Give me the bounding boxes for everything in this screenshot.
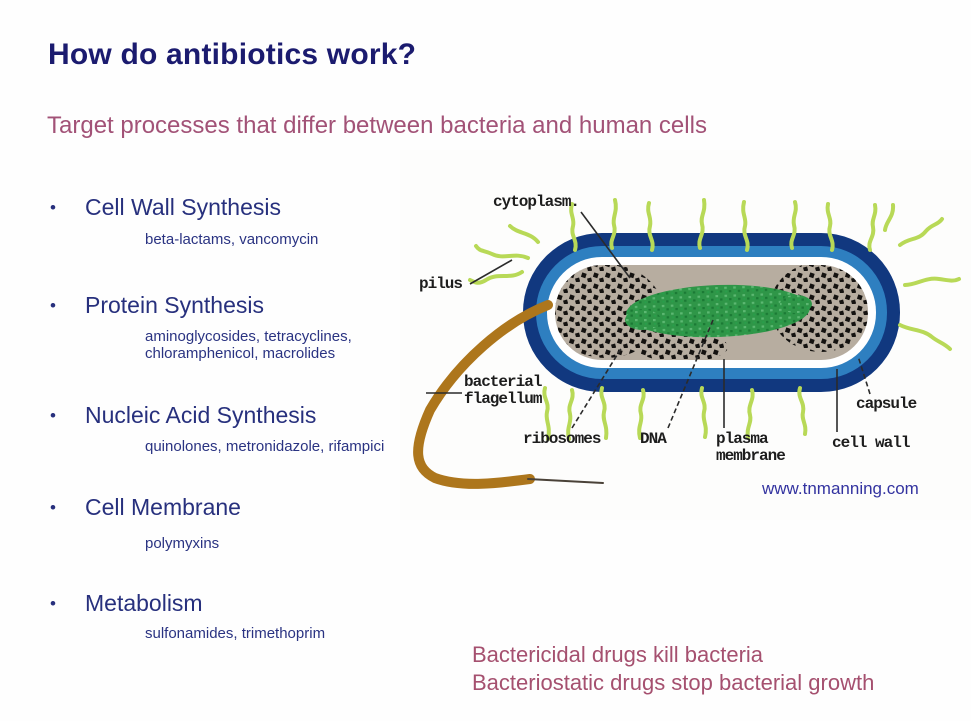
pilus-line xyxy=(898,217,944,247)
flagellum xyxy=(413,300,604,489)
pilus-line xyxy=(637,388,646,440)
bullet-marker: • xyxy=(50,406,56,425)
bullet-label: Nucleic Acid Synthesis xyxy=(85,402,317,428)
label-bacterial-flagellum: bacterial flagellum xyxy=(464,373,542,408)
slide-title: How do antibiotics work? xyxy=(48,38,417,71)
bacterium-diagram: cytoplasm. pilus bacterial flagellum rib… xyxy=(400,150,971,520)
pilus-line xyxy=(468,270,524,285)
bullet-marker: • xyxy=(50,594,56,613)
pilus-line xyxy=(566,388,575,441)
pilus-line xyxy=(474,244,530,260)
footer-note-line: Bactericidal drugs kill bacteria xyxy=(472,642,764,667)
bullet-drugs-line: polymyxins xyxy=(145,535,220,552)
pilus-line xyxy=(903,276,961,287)
label-dna: DNA xyxy=(640,430,667,448)
pilus-line xyxy=(599,386,609,440)
dna-nucleoid xyxy=(625,284,812,338)
bullet-marker: • xyxy=(50,498,56,517)
bacterium-svg xyxy=(413,198,961,489)
bullet-label: Cell Membrane xyxy=(85,494,241,520)
pilus-line xyxy=(741,200,750,252)
ribosome-cluster-left-ext xyxy=(636,332,728,360)
leader-dna xyxy=(667,319,714,429)
pili-group xyxy=(468,198,961,441)
diagram-credit: www.tnmanning.com xyxy=(762,479,919,498)
pilus-line xyxy=(789,200,798,250)
pilus-line xyxy=(542,386,551,441)
bullet-label: Protein Synthesis xyxy=(85,292,264,318)
bullet-drugs-line: quinolones, metronidazole, rifampici xyxy=(145,438,385,455)
bullet-label: Cell Wall Synthesis xyxy=(85,194,281,220)
footer-note: Bactericidal drugs kill bacteria Bacteri… xyxy=(472,641,874,697)
pilus-line xyxy=(699,386,708,439)
ribosome-cluster-right xyxy=(770,265,868,352)
leader-cytoplasm xyxy=(580,211,631,279)
pilus-line xyxy=(898,323,952,351)
bullet-drugs-line: chloramphenicol, macrolides xyxy=(145,345,336,362)
pilus-line xyxy=(745,388,755,440)
leader-lines xyxy=(426,211,871,432)
label-capsule: capsule xyxy=(856,395,917,413)
pilus-line xyxy=(825,202,835,252)
ribosome-cluster-left xyxy=(555,265,663,358)
bullet-marker: • xyxy=(50,198,56,217)
pilus-line xyxy=(883,203,896,232)
pilus-line xyxy=(508,224,540,244)
bullet-drugs-line: beta-lactams, vancomycin xyxy=(145,231,319,248)
pilus-line xyxy=(646,201,655,252)
pilus-line xyxy=(569,202,578,252)
label-cell-wall: cell wall xyxy=(832,434,910,452)
label-plasma-membrane: plasma membrane xyxy=(716,430,786,465)
label-pilus: pilus xyxy=(419,275,463,293)
bullet-label: Metabolism xyxy=(85,590,203,616)
slide-subtitle: Target processes that differ between bac… xyxy=(47,112,707,139)
label-ribosomes: ribosomes xyxy=(523,430,601,448)
leader-capsule xyxy=(857,355,871,395)
bullet-drugs-line: sulfonamides, trimethoprim xyxy=(145,625,326,642)
bullet-marker: • xyxy=(50,296,56,315)
footer-note-line: Bacteriostatic drugs stop bacterial grow… xyxy=(472,670,875,695)
pilus-line xyxy=(697,198,707,250)
label-cytoplasm: cytoplasm. xyxy=(493,193,580,211)
bullet-drugs-line: aminoglycosides, tetracyclines, xyxy=(145,328,352,345)
leader-pilus xyxy=(469,259,513,285)
pilus-line xyxy=(867,203,878,252)
pilus-line xyxy=(797,386,808,436)
pilus-line xyxy=(609,198,618,250)
